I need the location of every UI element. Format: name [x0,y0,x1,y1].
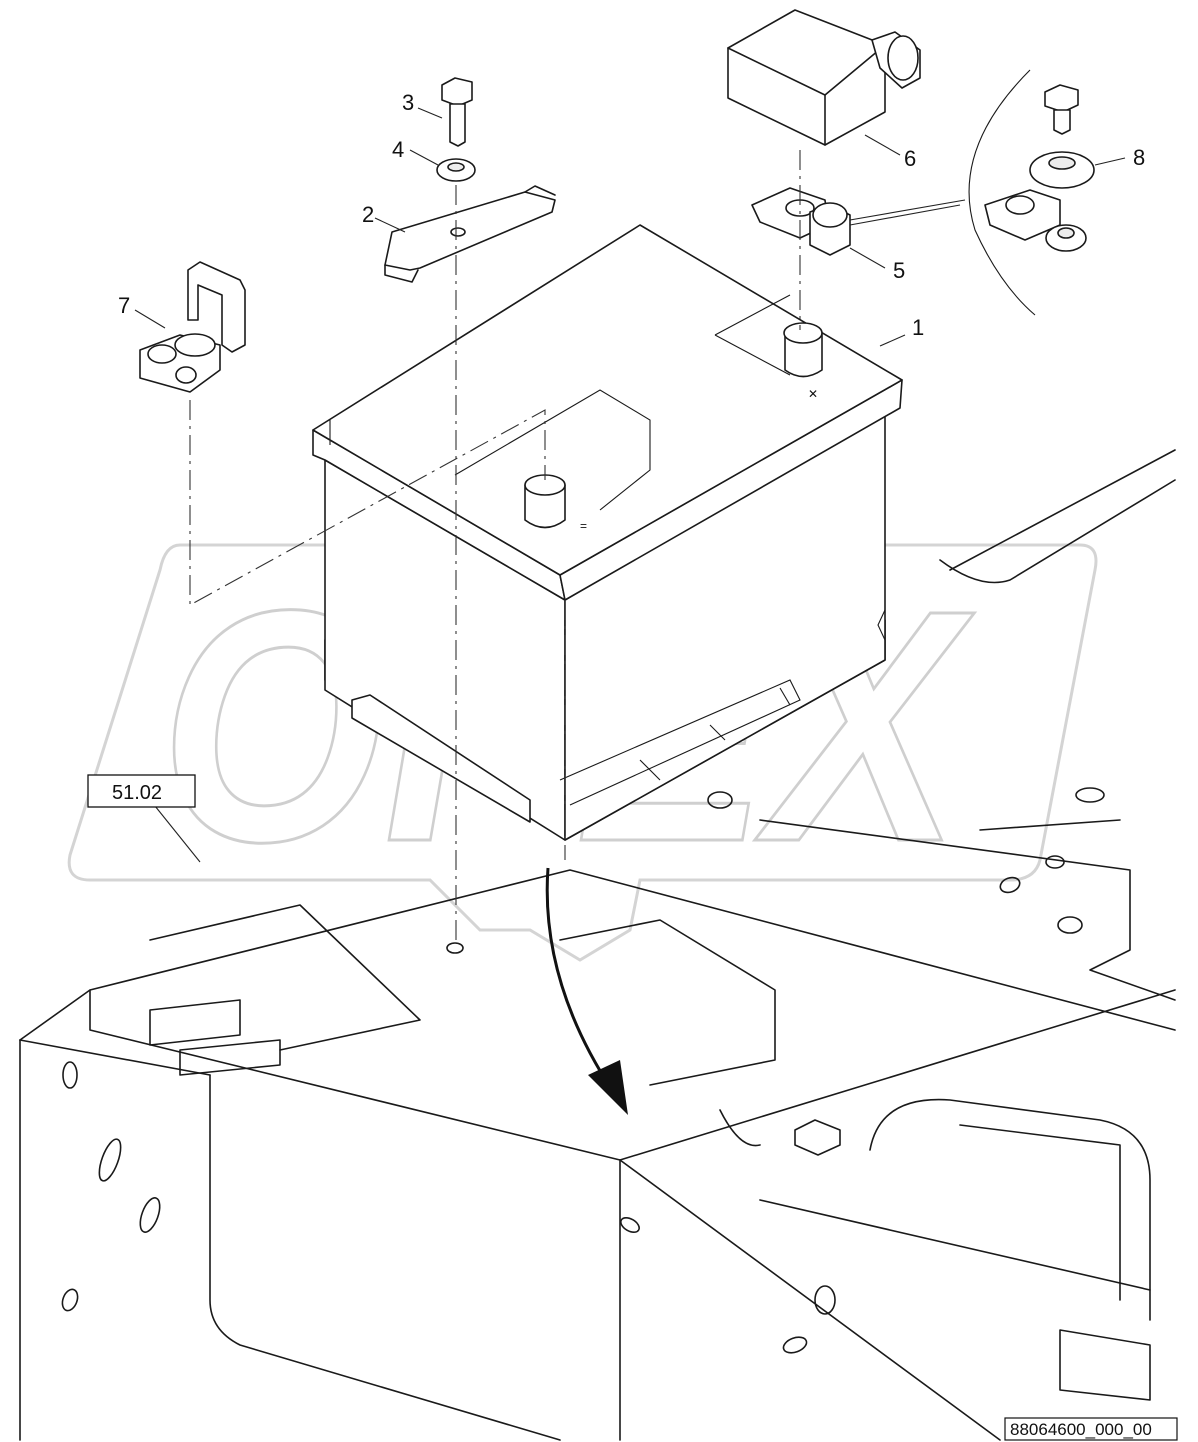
reference-box: 51.02 [87,774,196,808]
part-6-terminal-cover [727,9,921,146]
part-label-2: 2 [362,202,374,227]
label-leaders [134,107,1126,863]
part-4-washer [436,158,476,182]
detail-view-part-8 [849,69,1095,316]
part-label-6: 6 [904,146,916,171]
drawing-id-box: 88064600_000_00 [1004,1417,1178,1441]
part-2-hold-down-bracket [384,185,556,283]
part-label-1: 1 [912,315,924,340]
part-label-3: 3 [402,90,414,115]
part-3-bolt [441,77,473,147]
part-7-negative-terminal-clamp [139,261,246,393]
assembly-center-lines [189,150,801,945]
part-label-8: 8 [1133,145,1145,170]
reference-box-text: 51.02 [112,782,162,804]
install-direction-arrow [545,867,628,1115]
svg-text:=: = [580,519,587,533]
chassis-frame [19,449,1176,1441]
part-5-positive-terminal-clamp [751,187,851,256]
drawing-id-text: 88064600_000_00 [1010,1420,1152,1439]
part-label-5: 5 [893,258,905,283]
svg-text:✕: ✕ [808,387,818,401]
watermark-gear-shape [67,543,1098,962]
part-label-4: 4 [392,137,404,162]
part-1-battery: = ✕ [312,224,903,841]
part-label-7: 7 [118,293,130,318]
